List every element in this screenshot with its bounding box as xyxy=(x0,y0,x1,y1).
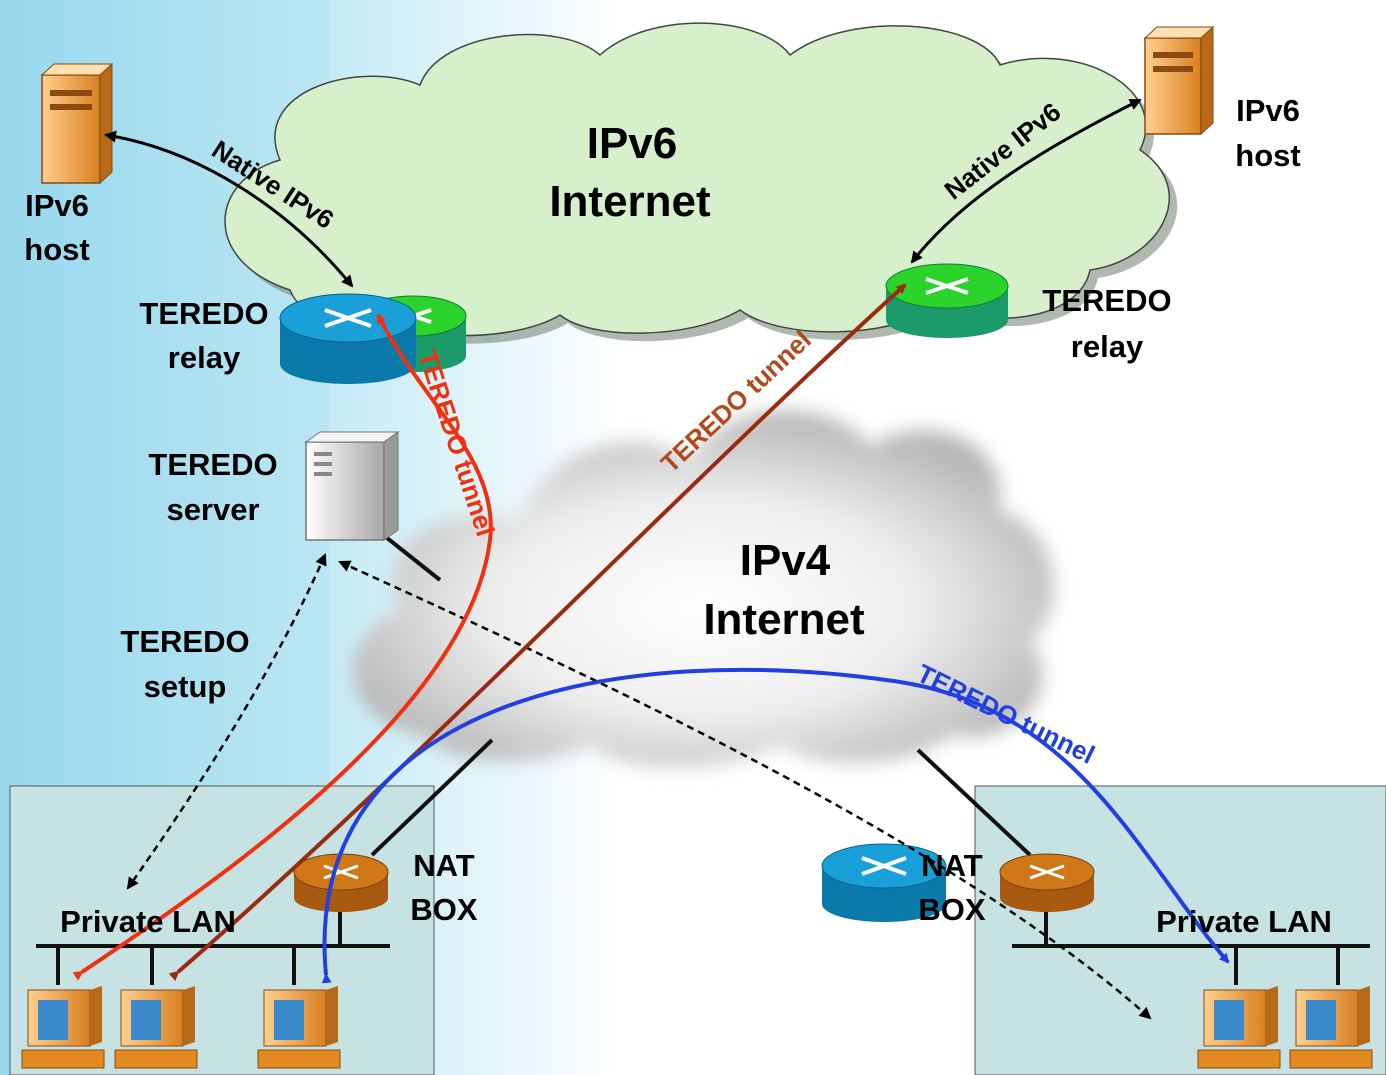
ipv6-host-left-label-line2: host xyxy=(24,232,89,267)
teredo-setup-label-line1: TEREDO xyxy=(120,624,249,659)
native-ipv6-arrow-left xyxy=(104,130,354,288)
nat-box-left-label-line2: BOX xyxy=(410,892,478,927)
teredo-relay-left-label-line2: relay xyxy=(168,340,241,375)
ipv6-host-right-label-line2: host xyxy=(1235,138,1300,173)
nat-router-right-icon xyxy=(999,853,1095,912)
teredo-tunnel-brown xyxy=(168,283,907,982)
client-pc-icon xyxy=(114,986,198,1069)
native-ipv6-arrow-right xyxy=(910,98,1142,264)
nat-box-right-label-line1: NAT xyxy=(921,848,982,883)
ipv6-host-left-label-line1: IPv6 xyxy=(25,188,89,223)
client-pc-icon xyxy=(21,986,105,1069)
teredo-tunnel-blue xyxy=(321,667,1230,984)
ipv4-cloud-label-line1: IPv4 xyxy=(740,536,831,585)
teredo-relay-left-blue-router-icon xyxy=(279,293,417,384)
teredo-server-label-line1: TEREDO xyxy=(148,447,277,482)
private-lan-left-label: Private LAN xyxy=(60,904,236,939)
ipv6-host-server-right-icon xyxy=(1143,25,1215,136)
teredo-relay-right-label-line1: TEREDO xyxy=(1042,283,1171,318)
ipv6-cloud-label-line1: IPv6 xyxy=(587,119,678,168)
nat-box-right-label-line2: BOX xyxy=(918,892,986,927)
ipv6-host-right-label-line1: IPv6 xyxy=(1236,93,1300,128)
client-pc-icon xyxy=(1197,986,1281,1069)
private-lan-right-label: Private LAN xyxy=(1156,904,1332,939)
nat-box-left-label-line1: NAT xyxy=(413,848,474,883)
teredo-server-icon xyxy=(304,431,400,541)
teredo-relay-right-label-line2: relay xyxy=(1071,329,1144,364)
client-pc-icon xyxy=(1289,986,1373,1069)
teredo-server-label-line2: server xyxy=(166,492,259,527)
ipv6-host-server-left-icon xyxy=(40,62,114,185)
teredo-setup-label-line2: setup xyxy=(144,669,227,704)
teredo-relay-right-green-router-icon xyxy=(885,263,1009,338)
ipv6-cloud-label-line2: Internet xyxy=(549,177,711,226)
nat-router-left-icon xyxy=(293,853,389,912)
client-pc-icon xyxy=(257,986,341,1069)
ipv4-cloud-label-line2: Internet xyxy=(703,595,865,644)
teredo-relay-left-label-line1: TEREDO xyxy=(139,296,268,331)
